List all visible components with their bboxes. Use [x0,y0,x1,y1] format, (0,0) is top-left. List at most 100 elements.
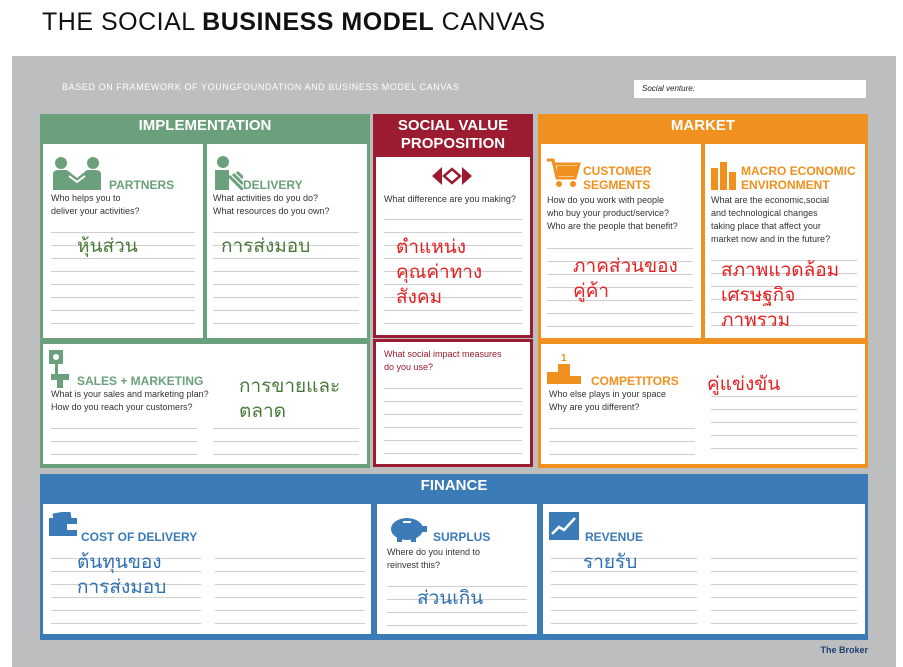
delivery-note: การส่งมอบ [221,235,311,257]
social-impact-question: What social impact measures do you use? [384,348,502,374]
revenue-label: REVENUE [585,530,644,544]
piggy-bank-icon [391,518,427,542]
macro-economic-question: What are the economic,social and technolo… [711,194,830,246]
sales-lines-left [51,416,197,460]
sales-q1: What is your sales and marketing plan? [51,389,209,399]
delivery-label: DELIVERY [243,178,303,192]
customer-label-1: CUSTOMER [583,164,652,178]
sales-note-1: การขายและ [239,375,341,397]
market-label: MARKET [670,117,736,134]
sales-marketing-label: SALES + MARKETING [77,374,204,388]
social-value-label-1: SOCIAL VALUE [397,117,509,134]
macro-lines [711,248,857,332]
delivery-q1: What activities do you do? [213,193,319,203]
worker-icon [215,156,243,190]
customer-note-1: ภาคส่วนของ [573,255,678,277]
macro-q2: and technological changes [711,208,818,218]
market-header: MARKET [538,114,868,138]
sales-marketing-box[interactable]: SALES + MARKETING What is your sales and… [43,344,367,464]
macro-label-2: ENVIRONMENT [741,178,830,192]
customer-lines [547,236,693,332]
partners-question: Who helps you to deliver your activities? [51,192,140,218]
competitors-lines-right [711,384,857,460]
customer-segments-question: How do you work with people who buy your … [547,194,678,233]
social-impact-q2: do you use? [384,362,434,372]
cost-lines-right [215,546,365,628]
social-value-label-2: PROPOSITION [400,135,506,152]
handshake-icon [53,157,101,190]
surplus-q2: reinvest this? [387,560,441,570]
finance-label: FINANCE [420,477,488,494]
customer-q2: who buy your product/service? [547,208,670,218]
delivery-question: What activities do you do? What resources… [213,192,330,218]
person-sign-icon [49,350,69,388]
surplus-label: SURPLUS [433,530,491,544]
macro-note-2: เศรษฐกิจ [721,284,796,306]
sales-marketing-question: What is your sales and marketing plan? Ho… [51,388,209,414]
cost-of-delivery-label: COST OF DELIVERY [81,530,198,544]
cost-note-2: การส่งมอบ [77,576,167,598]
title-bold: BUSINESS MODEL [202,8,435,36]
revenue-lines-right [711,546,857,628]
macro-q1: What are the economic,social [711,195,830,205]
competitors-note: คู่แข่งขัน [707,373,781,395]
canvas-board: BASED ON FRAMEWORK OF YOUNGFOUNDATION AN… [12,56,896,667]
macro-note-3: ภาพรวม [721,309,791,331]
cost-of-delivery-box[interactable]: COST OF DELIVERY ต้นทุนของการส่งมอบ [43,504,371,634]
implementation-label: IMPLEMENTATION [138,117,272,134]
sales-lines-right [213,416,359,460]
partners-box[interactable]: PARTNERS Who helps you to deliver your ac… [43,144,203,338]
social-impact-lines [384,376,522,460]
social-venture-field[interactable]: Social venture: [634,80,866,98]
revenue-box[interactable]: REVENUE รายรับ [543,504,865,634]
partners-label: PARTNERS [109,178,175,192]
social-value-note-3: สังคม [396,286,443,308]
cart-icon [547,158,581,187]
customer-label-2: SEGMENTS [583,178,651,192]
buildings-icon [711,162,736,190]
sales-note-2: ตลาด [239,400,286,422]
implementation-header: IMPLEMENTATION [40,114,370,138]
competitors-q2: Why are you different? [549,402,640,412]
partners-q1: Who helps you to [51,193,121,203]
social-impact-box[interactable]: What social impact measures do you use? [373,339,533,467]
macro-label-1: MACRO ECONOMIC [741,164,856,178]
social-value-note: ตำแหน่งคุณค่าทางสังคม [396,235,482,310]
podium-icon: 1 [547,353,581,384]
social-impact-q1: What social impact measures [384,349,502,359]
title-post: CANVAS [434,8,546,36]
macro-note: สภาพแวดล้อมเศรษฐกิจภาพรวม [721,258,839,333]
credit-the-broker: The Broker [820,645,868,655]
cost-lines-left [51,546,201,628]
partners-q2: deliver your activities? [51,206,140,216]
social-value-note-1: ตำแหน่ง [396,236,467,258]
macro-note-1: สภาพแวดล้อม [721,259,840,281]
customer-note: ภาคส่วนของคู่ค้า [573,254,678,304]
arrows-icon [432,167,472,185]
chart-up-icon [549,512,579,540]
delivery-lines [213,220,359,332]
delivery-q2: What resources do you own? [213,206,330,216]
sales-q2: How do you reach your customers? [51,402,193,412]
social-value-lines [384,207,522,331]
delivery-box[interactable]: DELIVERY What activities do you do?What … [207,144,367,338]
social-value-header: SOCIAL VALUE PROPOSITION [373,114,533,154]
surplus-lines [387,574,527,628]
partners-note: หุ้นส่วน [77,235,138,257]
competitors-box[interactable]: 1 COMPETITORS Who else plays in your spa… [541,344,865,464]
social-value-box[interactable]: What difference are you making? ตำแหน่งค… [373,154,533,338]
surplus-note: ส่วนเกิน [417,587,484,609]
cost-note-1: ต้นทุนของ [77,551,162,573]
social-value-note-2: คุณค่าทาง [396,261,483,283]
customer-q1: How do you work with people [547,195,665,205]
social-value-question: What difference are you making? [384,194,516,204]
macro-q4: market now and in the future? [711,234,831,244]
competitors-q1: Who else plays in your space [549,389,667,399]
